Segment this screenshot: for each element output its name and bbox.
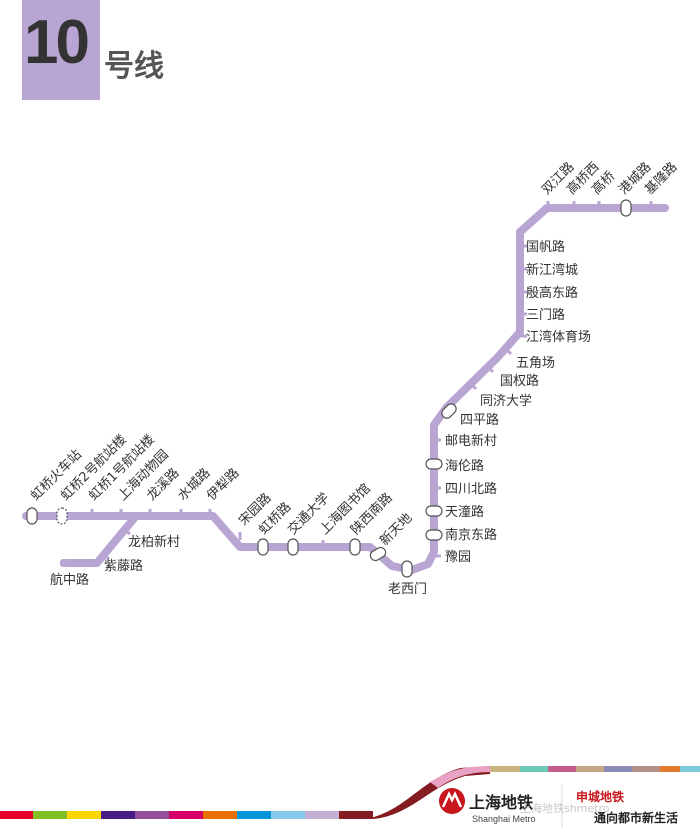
main-route-line [22,204,669,574]
station-label-sichuan-rd-n[interactable]: 四川北路 [445,481,497,497]
station-label-guofan-rd[interactable]: 国帆路 [526,239,565,255]
station-label-jiangwan-stadium[interactable]: 江湾体育场 [526,329,591,345]
station-ticks [90,201,653,561]
station-label-guoquan-rd[interactable]: 国权路 [500,373,539,389]
station-label-yili-rd[interactable]: 伊犁路 [204,465,243,504]
station-label-yingao-rd-e[interactable]: 殷高东路 [526,285,578,301]
tick-tongji-univ [469,382,478,391]
tick-ziteng-rd [103,553,110,561]
station-label-yuyuan[interactable]: 豫园 [445,550,471,565]
interchange-gangcheng-rd[interactable] [620,199,632,217]
interchange-hongqiao-t2[interactable] [56,507,68,525]
station-label-xintiandi[interactable]: 新天地 [377,510,416,549]
interchange-xintiandi[interactable] [369,546,388,563]
line-number-box [22,0,100,100]
interchange-laoximen[interactable] [401,560,413,578]
station-label-xinjiangwancheng[interactable]: 新江湾城 [526,262,578,278]
station-label-siping-rd[interactable]: 四平路 [460,412,499,428]
interchange-siping-rd[interactable] [440,402,458,420]
terminal-hangzhong-rd[interactable] [60,559,66,567]
interchange-tiantong-rd[interactable] [425,505,443,517]
station-label-laoximen[interactable]: 老西门 [388,582,427,597]
shanghai-metro-logo: 上海地铁 Shanghai Metro 申城地铁 通向都市新生活 上海地铁shm… [439,784,678,828]
station-label-longbai-xincun[interactable]: 龙柏新村 [128,534,180,550]
station-label-tiantong-rd[interactable]: 天潼路 [445,504,484,520]
station-label-hangzhong-rd[interactable]: 航中路 [50,572,89,588]
branch-route-line [62,512,140,567]
slogan-top: 申城地铁 [576,789,624,804]
interchange-hongqiao-rd[interactable] [257,538,269,556]
station-label-ziteng-rd[interactable]: 紫藤路 [104,558,143,574]
interchange-hongqiao-railway[interactable] [26,507,38,525]
metro-brand-en: Shanghai Metro [472,814,536,824]
interchange-nanjing-rd-e[interactable] [425,529,443,541]
tick-wujiaochang [504,347,513,356]
station-label-nanjing-rd-e[interactable]: 南京东路 [445,527,497,543]
footer-color-band [0,766,700,819]
metro-brand-cn: 上海地铁 [469,793,533,812]
tick-longbai-xincun [124,528,131,536]
station-label-wujiaochang[interactable]: 五角场 [516,356,555,371]
watermark: 上海地铁shmetro [520,801,610,815]
station-label-hailun-rd[interactable]: 海伦路 [445,458,484,474]
interchange-shaanxi-rd-s[interactable] [349,538,361,556]
station-label-shuicheng-rd[interactable]: 水城路 [175,465,214,504]
slogan-bottom: 通向都市新生活 [594,810,678,825]
interchange-hailun-rd[interactable] [425,458,443,470]
line-label: 号线 [104,49,164,84]
station-label-sanmen-rd[interactable]: 三门路 [526,307,565,323]
tick-guoquan-rd [486,365,495,374]
station-label-youdian-xincun[interactable]: 邮电新村 [445,433,497,449]
line-number: 10 [24,8,90,77]
interchange-jiaotong-univ[interactable] [287,538,299,556]
station-label-tongji-univ[interactable]: 同济大学 [480,393,532,409]
